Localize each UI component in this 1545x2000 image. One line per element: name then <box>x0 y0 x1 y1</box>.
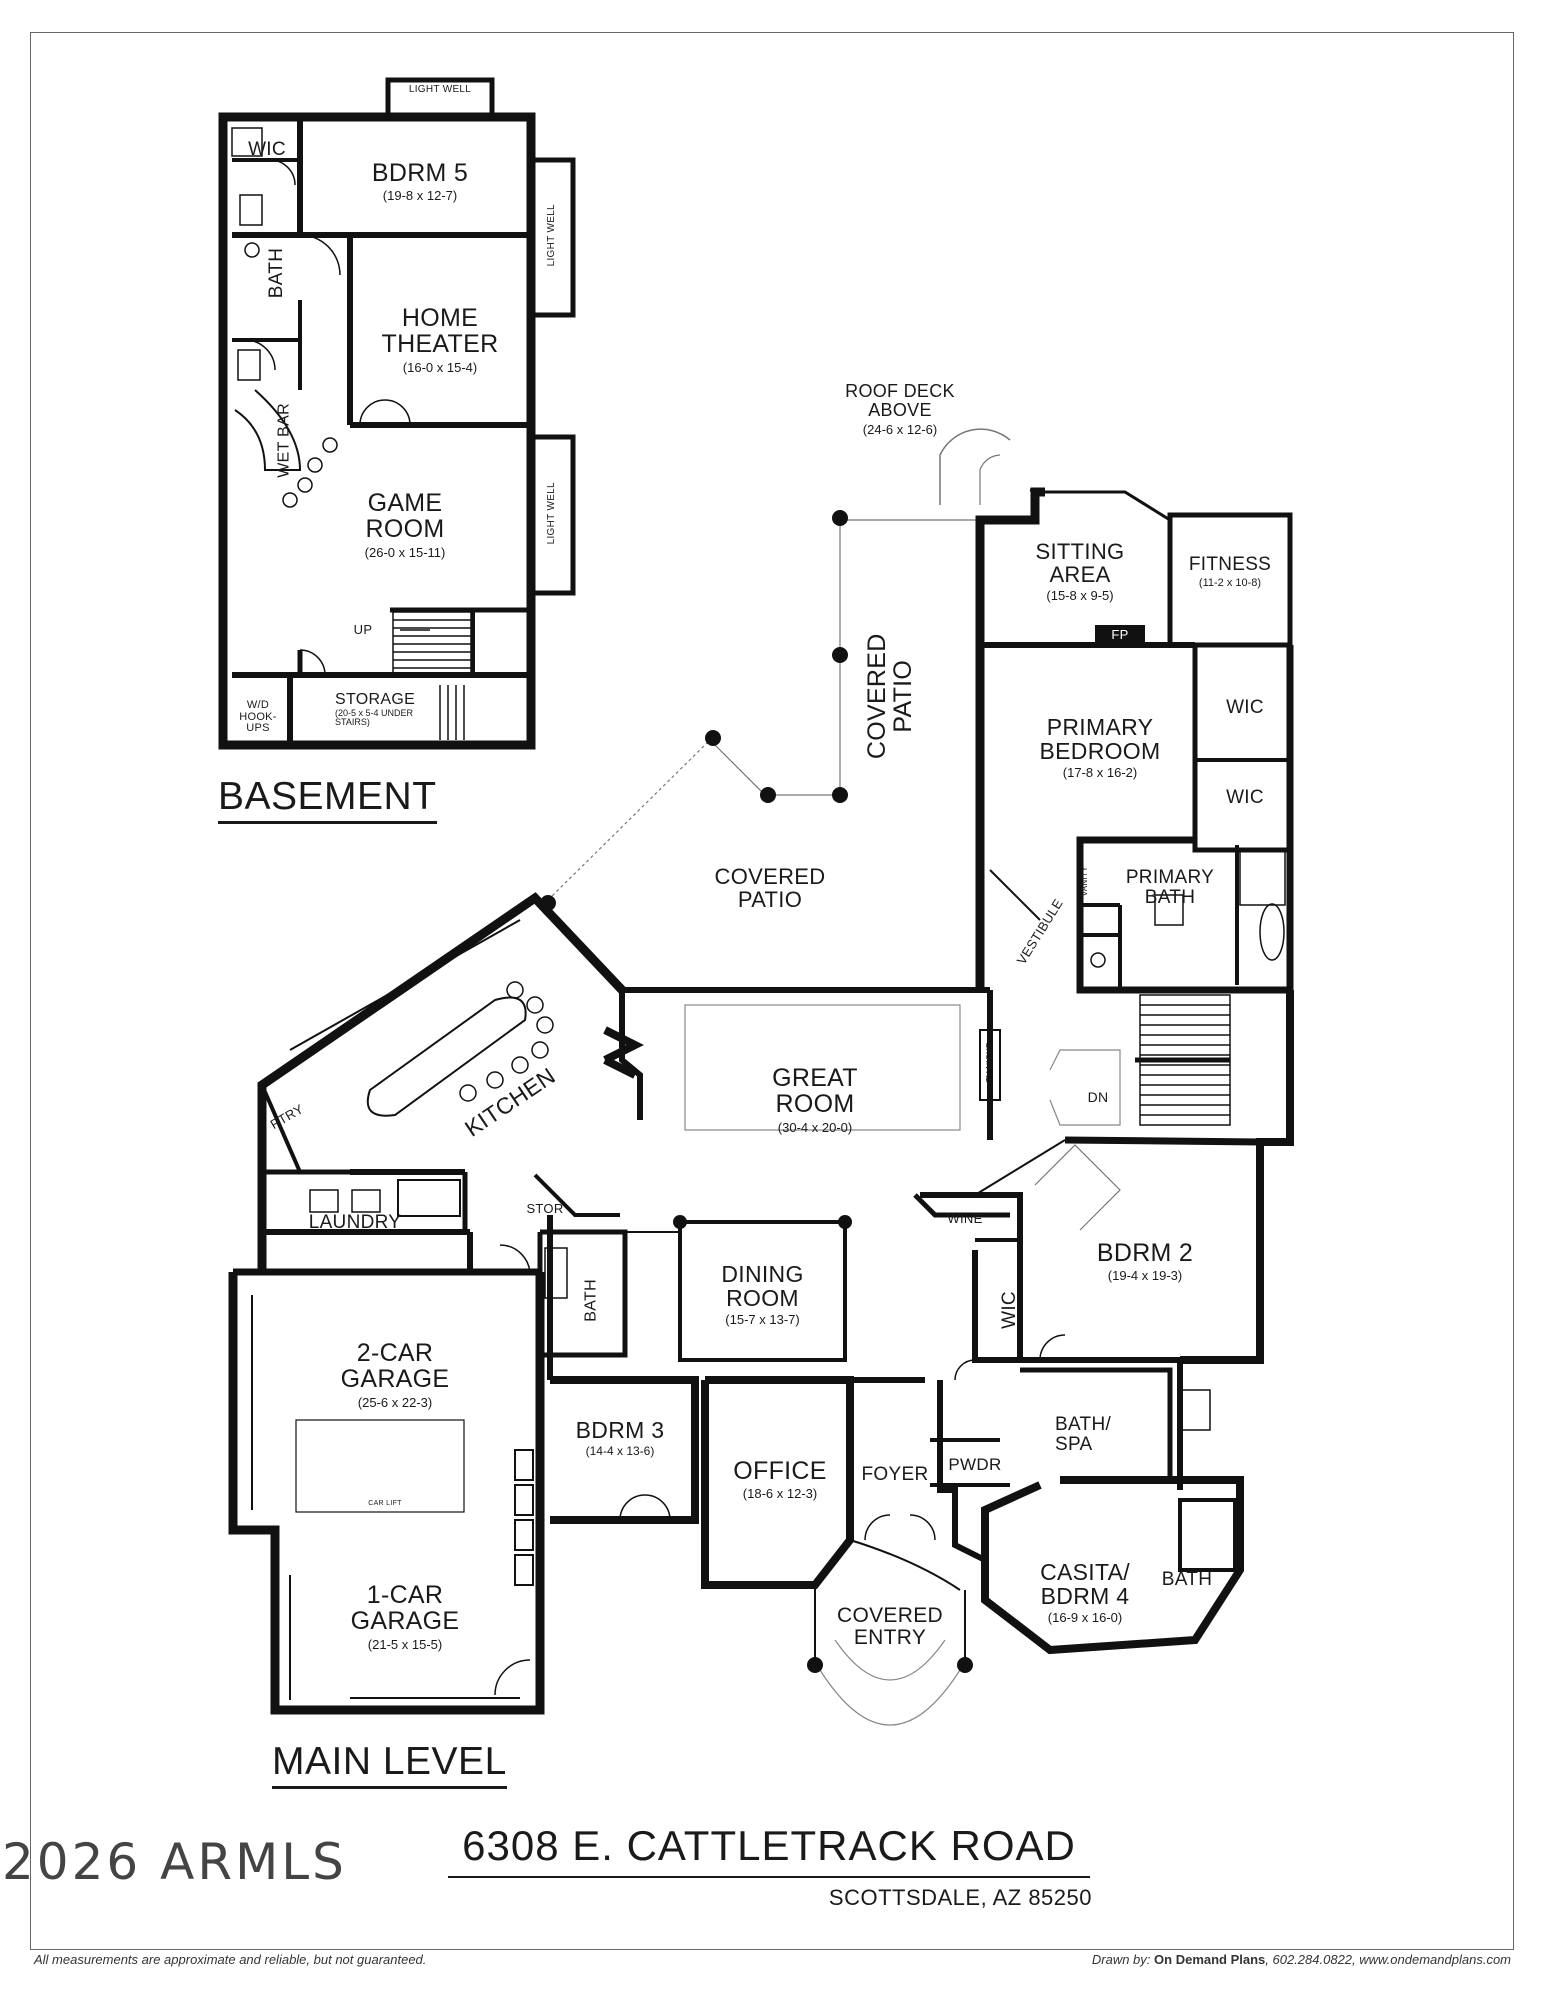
wet-bar-label: WET BAR <box>275 403 293 478</box>
measurement-disclaimer: All measurements are approximate and rel… <box>34 1952 427 1967</box>
light-well-1-label: LIGHT WELL <box>545 204 557 267</box>
covered-patio-center-label: COVERED PATIO <box>714 864 826 913</box>
page-frame <box>30 32 1514 1950</box>
casita-label: CASITA/ BDRM 4(16-9 x 16-0) <box>1040 1559 1130 1626</box>
basement-up-label: UP <box>353 622 373 637</box>
company-contact: , 602.284.0822, www.ondemandplans.com <box>1265 1952 1511 1967</box>
main-level-title: MAIN LEVEL <box>272 1740 507 1789</box>
drawn-by-credit: Drawn by: On Demand Plans, 602.284.0822,… <box>1092 1952 1511 1967</box>
basement-bath-label: BATH <box>266 247 288 299</box>
bdrm2-label: BDRM 2(19-4 x 19-3) <box>1096 1239 1194 1284</box>
bdrm3-label: BDRM 3(14-4 x 13-6) <box>575 1417 665 1459</box>
basement-title: BASEMENT <box>218 775 437 824</box>
property-address: 6308 E. CATTLETRACK ROAD <box>448 1822 1090 1878</box>
fitness-label: FITNESS(11-2 x 10-8) <box>1188 554 1272 589</box>
dining-room-label: DINING ROOM(15-7 x 13-7) <box>721 1261 804 1328</box>
stair-dn-label: DN <box>1087 1089 1109 1105</box>
car-lift-label: CAR LIFT <box>368 1500 402 1507</box>
hall-bath-label: BATH <box>582 1279 600 1322</box>
property-city: SCOTTSDALE, AZ 85250 <box>828 1885 1092 1910</box>
primary-bedroom-label: PRIMARY BEDROOM(17-8 x 16-2) <box>1039 714 1161 781</box>
casita-bath-label: BATH <box>1161 1569 1213 1590</box>
storage-small-label: STOR <box>526 1201 564 1216</box>
laundry-label: LAUNDRY <box>308 1212 402 1233</box>
sitting-area-label: SITTING AREA(15-8 x 9-5) <box>1035 539 1125 604</box>
main-level-walls <box>228 428 1294 1726</box>
basement-wic-label: WIC <box>248 139 286 160</box>
armls-watermark: 2026 ARMLS <box>2 1833 347 1891</box>
fireplace-label: FP <box>1111 627 1129 642</box>
bath-spa-label: BATH/ SPA <box>1055 1414 1112 1455</box>
wic-bottom-label: WIC <box>1226 787 1264 808</box>
light-well-2-label: LIGHT WELL <box>545 482 557 545</box>
vanity-label: VANITY <box>1079 866 1089 897</box>
roof-deck-label: ROOF DECK ABOVE(24-6 x 12-6) <box>845 381 955 437</box>
basement-walls <box>218 77 576 750</box>
basement-light-well-top: LIGHT WELL <box>408 84 472 95</box>
covered-entry-label: COVERED ENTRY <box>837 1604 943 1650</box>
covered-patio-right-label: COVERED PATIO <box>862 633 917 760</box>
storage-label: STORAGE(20-5 x 5-4 UNDER STAIRS) <box>335 691 416 728</box>
wd-hookups-label: W/D HOOK-UPS <box>239 699 277 735</box>
company-name: On Demand Plans <box>1154 1952 1266 1967</box>
wine-label: WINE <box>947 1211 983 1226</box>
two-car-garage-label: 2-CAR GARAGE(25-6 x 22-3) <box>340 1339 450 1410</box>
game-room-label: GAME ROOM(26-0 x 15-11) <box>364 489 446 560</box>
home-theater-label: HOME THEATER(16-0 x 15-4) <box>381 304 499 375</box>
tv-niche-label: TV NICHE <box>984 1042 994 1083</box>
office-label: OFFICE(18-6 x 12-3) <box>733 1457 827 1502</box>
great-room-label: GREAT ROOM(30-4 x 20-0) <box>772 1064 858 1135</box>
primary-bath-label: PRIMARY BATH <box>1125 867 1215 908</box>
wic-top-label: WIC <box>1226 697 1264 718</box>
wic-bdrm2-label: WIC <box>999 1291 1021 1329</box>
drawn-by-label: Drawn by: <box>1091 1952 1151 1967</box>
bdrm5-label: BDRM 5(19-8 x 12-7) <box>371 159 469 204</box>
powder-room-label: PWDR <box>948 1455 1002 1474</box>
one-car-garage-label: 1-CAR GARAGE(21-5 x 15-5) <box>350 1581 460 1652</box>
foyer-label: FOYER <box>861 1464 929 1485</box>
